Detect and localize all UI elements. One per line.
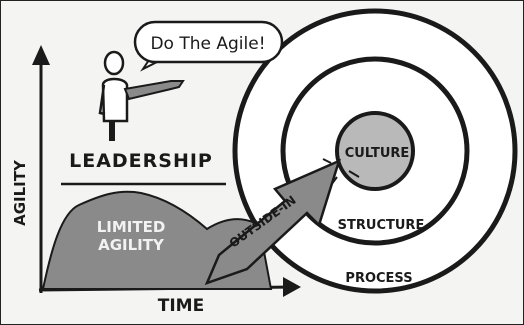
structure-label: STRUCTURE xyxy=(338,218,425,233)
speech-bubble xyxy=(133,20,284,72)
leader-figure-icon xyxy=(98,50,185,141)
limited-label-line1: LIMITED xyxy=(97,218,166,236)
time-axis-label: TIME xyxy=(158,296,204,316)
leadership-label: LEADERSHIP xyxy=(69,150,213,172)
impact-marks xyxy=(322,158,360,186)
culture-circle xyxy=(335,111,415,191)
speech-bubble-text: Do The Agile! xyxy=(150,34,265,54)
agility-axis-label: AGILITY xyxy=(11,159,29,226)
y-axis-arrowhead xyxy=(32,45,50,65)
outside-in-arrow xyxy=(204,158,342,286)
process-label: PROCESS xyxy=(345,271,412,286)
culture-label: CULTURE xyxy=(345,146,410,161)
x-axis-arrowhead xyxy=(283,277,301,297)
limited-label-line2: AGILITY xyxy=(98,236,165,254)
